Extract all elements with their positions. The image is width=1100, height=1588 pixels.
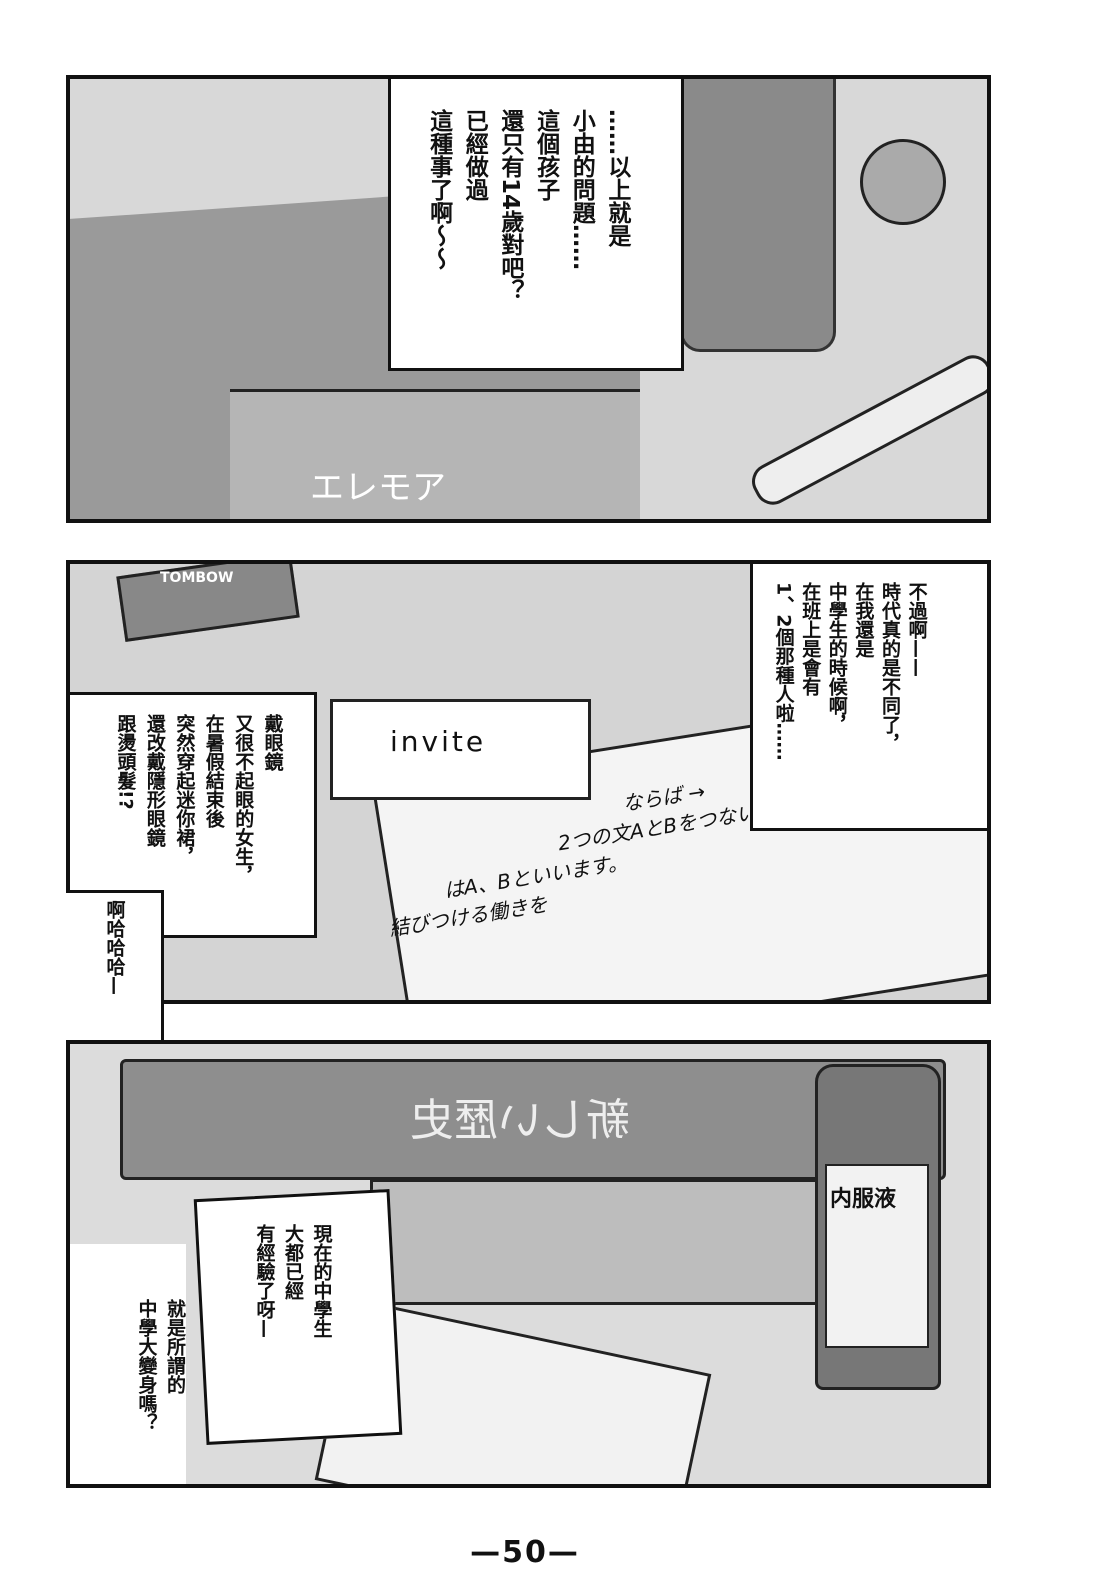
panel-3: 新しい歴史 内服液 現在的中學生 大都已經 有經驗了呀— 就是所謂的 中學大變身… (66, 1040, 991, 1488)
caption-text-left: 就是所謂的 中學大變身嗎？ (132, 1299, 189, 1432)
page-number: —50— (470, 1535, 580, 1570)
book-title: 新しい歴史 (410, 1095, 630, 1146)
line: 還改戴隱形眼鏡 (143, 714, 166, 847)
speech-text-1: ……以上就是 小由的問題…… 這個孩子 還只有14歲對吧？ 已經做過 這種事了啊… (420, 109, 634, 302)
panel-1: エレモア ……以上就是 小由的問題…… 這個孩子 還只有14歲對吧？ 已經做過 … (66, 75, 991, 523)
speech-text-laugh: 啊哈哈哈— (100, 900, 128, 995)
line: 中學生的時候啊， (825, 582, 848, 734)
line: 這種事了啊～～ (425, 109, 452, 270)
glass-art (680, 79, 836, 352)
line: 在班上是會有 (799, 582, 822, 696)
line: 啊哈哈哈— (103, 900, 126, 995)
speech-bubble-1 (388, 79, 684, 371)
line: 不過啊—— (905, 582, 928, 677)
figurine-art (860, 139, 946, 225)
bottle-label-text: 内服液 (830, 1187, 897, 1212)
panel-2: TOMBOW ならば → 2つの文AとBをつないでいる はA、Bといいます。 結… (66, 560, 991, 1004)
line: 在暑假結束後 (202, 714, 225, 828)
line: 中學大變身嗎？ (135, 1299, 158, 1432)
tissue-box-label: エレモア (310, 468, 446, 508)
line: 還只有14歲對吧？ (496, 109, 523, 303)
line: 戴眼鏡 (261, 714, 284, 771)
line: 時代真的是不同了， (878, 582, 901, 753)
eraser-label: TOMBOW (160, 570, 234, 586)
line: 跟燙頭髮!? (114, 714, 137, 810)
invite-card (330, 699, 591, 800)
line: 已經做過 (461, 109, 488, 201)
speech-text-center: 現在的中學生 大都已經 有經驗了呀— (250, 1224, 336, 1338)
line: 又很不起眼的女生， (232, 714, 255, 885)
speech-text-right: 不過啊—— 時代真的是不同了， 在我還是 中學生的時候啊， 在班上是會有 1、2… (770, 582, 930, 760)
invite-card-text: invite (390, 725, 487, 758)
line: 大都已經 (282, 1224, 304, 1300)
speech-bubble-right (750, 564, 987, 831)
book-history-art (120, 1059, 946, 1180)
line: 就是所謂的 (164, 1299, 186, 1394)
line: 1、2個那種人啦…… (772, 582, 795, 761)
pen-art (745, 349, 987, 511)
speech-text-left: 戴眼鏡 又很不起眼的女生， 在暑假結束後 突然穿起迷你裙， 還改戴隱形眼鏡 跟燙… (110, 714, 287, 885)
caption-left-area (70, 1244, 186, 1484)
line: 現在的中學生 (310, 1224, 333, 1338)
line: 小由的問題…… (568, 109, 595, 270)
line: 突然穿起迷你裙， (173, 714, 196, 866)
bottle-label (825, 1164, 929, 1348)
line: 在我還是 (852, 582, 875, 658)
line: 這個孩子 (532, 109, 559, 201)
tissue-box-side (230, 389, 640, 519)
line: ……以上就是 (603, 109, 630, 247)
line: 有經驗了呀— (253, 1224, 276, 1338)
